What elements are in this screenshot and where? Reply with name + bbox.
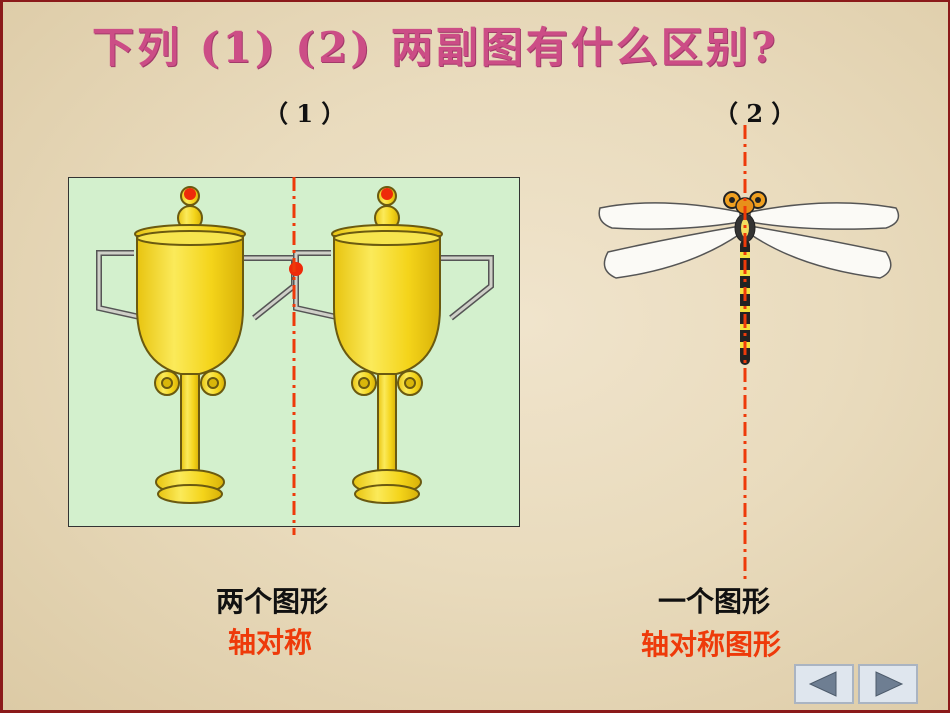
trophies-illustration: [96, 186, 494, 504]
triangle-right-icon: [875, 671, 904, 697]
red-dot-marker: [184, 188, 196, 200]
left-caption-title: 两个图形: [216, 585, 329, 618]
slide-border: [0, 0, 950, 2]
slide-border: [0, 710, 950, 713]
left-caption-subtitle: 轴对称: [228, 626, 313, 659]
figure-2-label: （ 2 ）: [714, 99, 796, 128]
slide-title: 下列 (1) (2) 两副图有什么区别?: [92, 23, 779, 72]
slide-border: [0, 0, 3, 713]
trophy-icon: [96, 186, 297, 504]
trophy-icon: [293, 186, 494, 504]
right-caption-subtitle: 轴对称图形: [641, 628, 782, 661]
red-dot-marker: [381, 188, 393, 200]
slide-border: [948, 0, 950, 713]
triangle-left-icon: [808, 671, 837, 697]
previous-slide-button[interactable]: [794, 664, 854, 704]
figure-1-label: （ 1 ）: [264, 99, 346, 128]
next-slide-button[interactable]: [858, 664, 918, 704]
dragonfly-icon: [598, 191, 900, 365]
right-caption-title: 一个图形: [658, 585, 771, 618]
